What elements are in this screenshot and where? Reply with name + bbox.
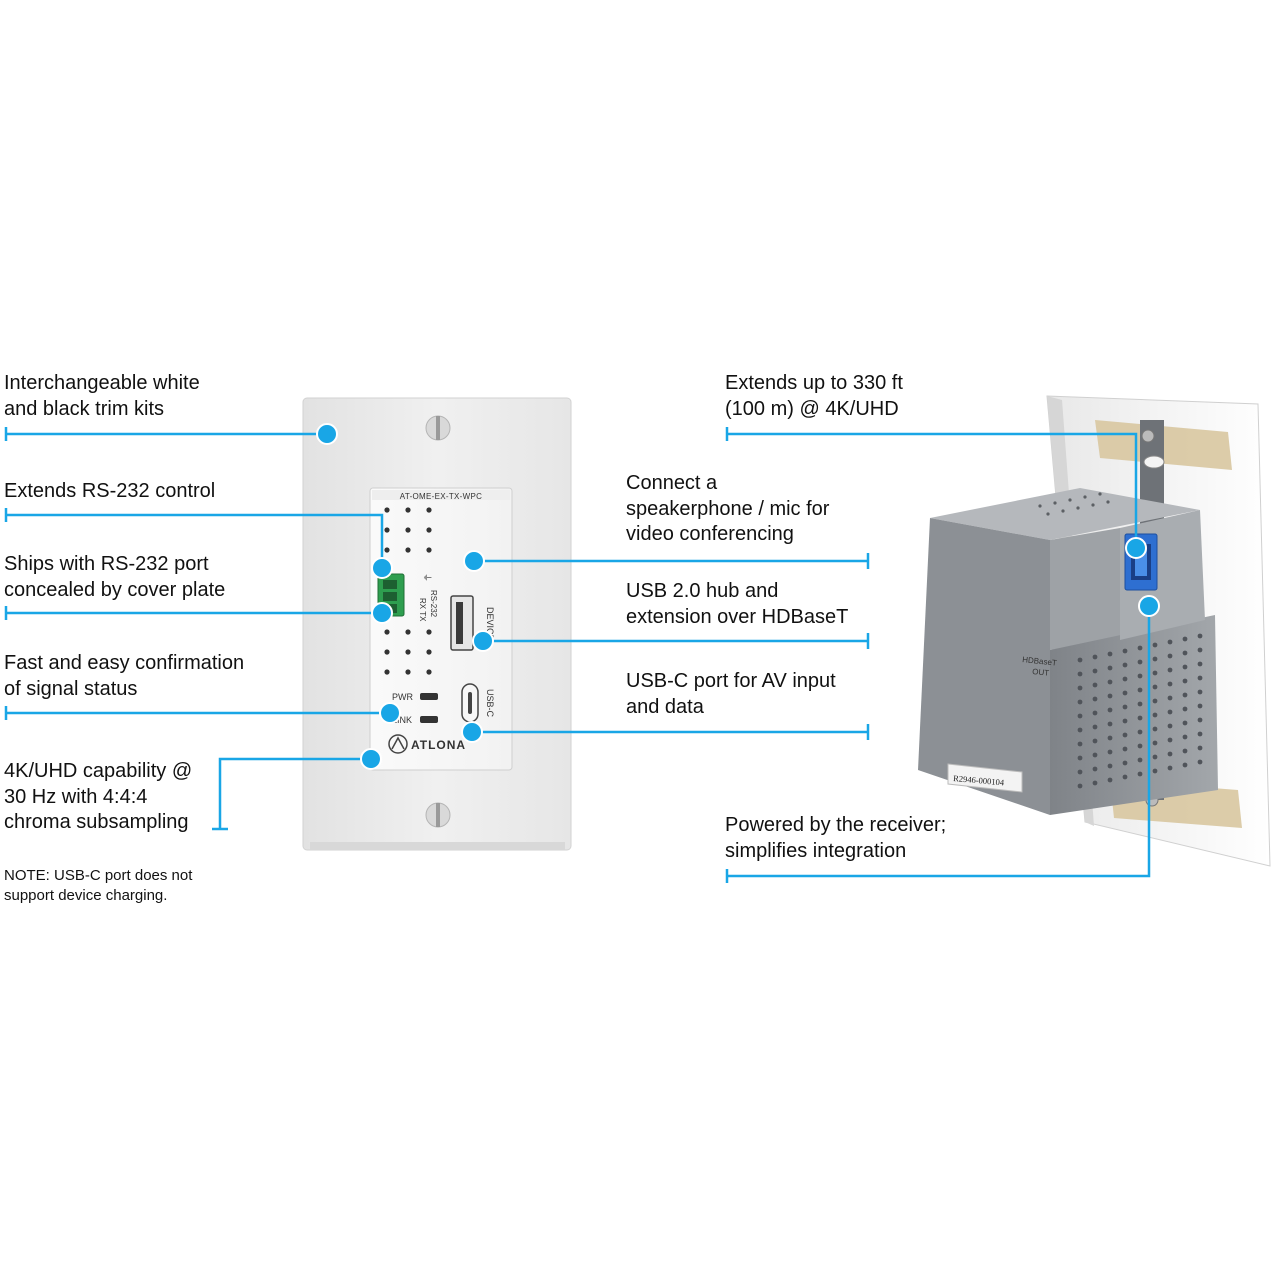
usbc-label: USB-C <box>485 689 495 718</box>
vent-holes-top <box>384 507 432 553</box>
top-screw-icon <box>425 415 451 441</box>
hdbaset-label: HDBaseT <box>1022 655 1058 668</box>
leader-range <box>727 432 1138 548</box>
dot-range <box>1125 537 1147 559</box>
serial-sticker: R2946-000104 <box>947 763 1023 793</box>
leader-powered <box>727 606 1151 878</box>
leader-rs232-control <box>6 513 384 568</box>
leader-chroma <box>218 757 371 829</box>
rx-tx-label: RX TX <box>418 598 427 622</box>
rear-vent-side <box>1077 633 1203 789</box>
callout-dots <box>316 423 1160 770</box>
model-label: AT-OME-EX-TX-WPC <box>400 492 482 501</box>
ground-icon: ⏚ <box>422 573 432 582</box>
dot-rs232-port <box>371 602 393 624</box>
atlona-logo-icon <box>388 734 408 754</box>
front-wall-plate: AT-OME-EX-TX-WPC RX TX RS-232 <box>302 397 572 851</box>
link-label: LINK <box>392 715 412 725</box>
vent-holes-bottom <box>384 629 432 675</box>
dot-trim-kits <box>316 423 338 445</box>
bottom-screw-icon <box>425 802 451 828</box>
rear-view-unit: HDBaseT OUT R2946-000104 <box>918 395 1271 867</box>
pwr-label: PWR <box>392 692 413 702</box>
usb-c-port <box>461 683 479 723</box>
rear-vent-top <box>1038 492 1110 516</box>
dot-speakerphone <box>463 550 485 572</box>
pwr-led <box>420 693 438 700</box>
dot-chroma <box>360 748 382 770</box>
device-label: DEVICE <box>485 607 495 641</box>
callout-rs232-control: Extends RS-232 control <box>4 480 216 502</box>
dot-signal-status <box>379 702 401 724</box>
leader-lines <box>4 427 1151 883</box>
hdbaset-out-label: OUT <box>1032 667 1050 678</box>
callout-range: Extends up to 330 ft(100 m) @ 4K/UHD <box>725 372 903 420</box>
dot-rs232-control <box>371 557 393 579</box>
dot-powered <box>1138 595 1160 617</box>
link-led <box>420 716 438 723</box>
callout-powered: Powered by the receiver;simplifies integ… <box>725 814 947 862</box>
dot-usbc <box>461 721 483 743</box>
usb-a-port <box>450 595 474 651</box>
serial-label: R2946-000104 <box>953 773 1005 787</box>
brand-label: ATLONA <box>411 738 466 752</box>
dot-usb-hub <box>472 630 494 652</box>
rs232-label: RS-232 <box>429 590 438 618</box>
